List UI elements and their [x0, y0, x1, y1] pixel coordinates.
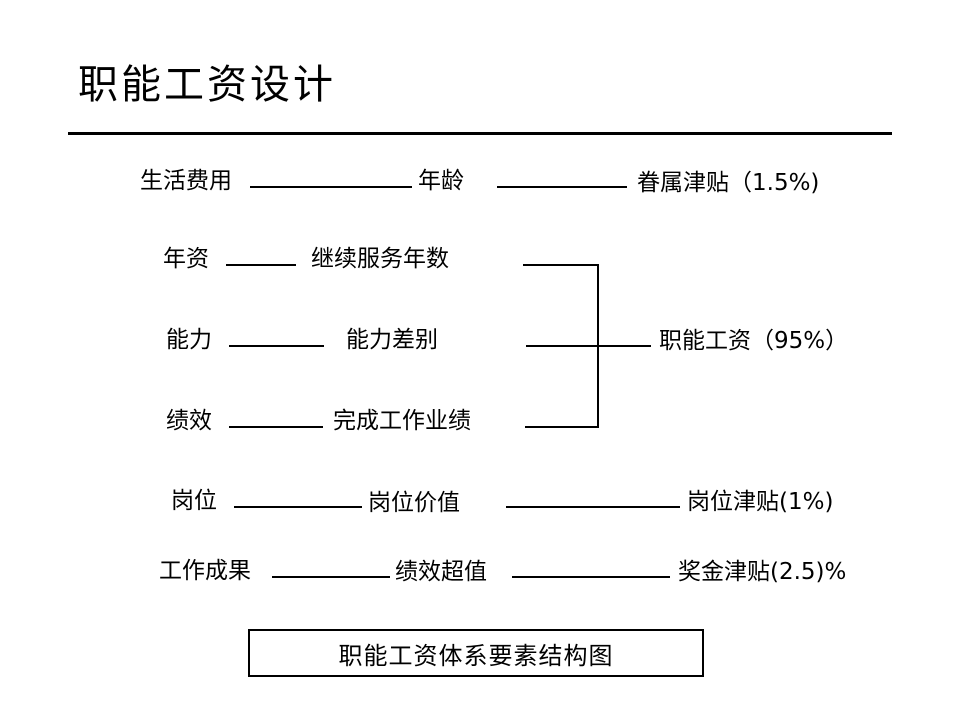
node-position: 岗位 — [171, 488, 217, 514]
connector-row2-right — [523, 264, 599, 266]
connector-bracket-to-functional-wage — [599, 345, 651, 347]
connector-row2-left — [226, 264, 296, 266]
connector-row4-left — [229, 426, 323, 428]
node-life-cost: 生活费用 — [140, 168, 232, 194]
connector-row3-left — [229, 345, 324, 347]
node-continuous-service-years: 继续服务年数 — [311, 246, 449, 272]
title-divider — [68, 132, 892, 135]
node-completed-work-results: 完成工作业绩 — [333, 408, 471, 434]
connector-row1-right — [497, 186, 627, 188]
connector-row5-right — [506, 506, 680, 508]
connector-row6-right — [512, 576, 670, 578]
node-functional-wage: 职能工资（95%） — [659, 328, 849, 354]
node-work-achievement: 工作成果 — [159, 558, 251, 584]
node-performance: 绩效 — [166, 408, 212, 434]
node-ability: 能力 — [166, 327, 212, 353]
node-performance-excess: 绩效超值 — [395, 559, 487, 585]
caption-text: 职能工资体系要素结构图 — [338, 641, 614, 670]
caption-box: 职能工资体系要素结构图 — [248, 629, 704, 677]
connector-vertical-bracket — [597, 264, 599, 428]
node-bonus-allowance: 奖金津贴(2.5)% — [678, 559, 847, 585]
node-position-allowance: 岗位津贴(1%) — [687, 489, 834, 515]
node-ability-difference: 能力差别 — [346, 327, 438, 353]
connector-row5-left — [234, 506, 362, 508]
connector-row6-left — [272, 576, 390, 578]
node-dependent-allowance: 眷属津贴（1.5%) — [637, 170, 820, 196]
node-position-value: 岗位价值 — [368, 490, 460, 516]
connector-row1-left — [250, 186, 412, 188]
node-seniority: 年资 — [163, 246, 209, 272]
connector-row4-right — [525, 426, 599, 428]
node-age: 年龄 — [418, 168, 464, 194]
page-title: 职能工资设计 — [78, 62, 336, 108]
connector-row3-right — [526, 345, 599, 347]
